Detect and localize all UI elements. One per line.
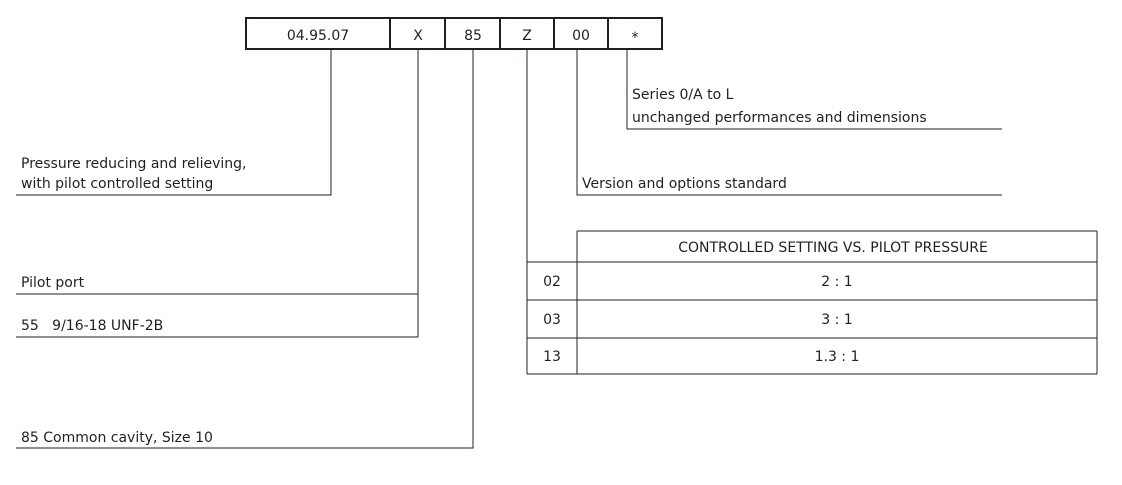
code-box-outline: [245, 17, 663, 50]
leader-cavity: [16, 49, 474, 449]
setting-row-code: 03: [543, 312, 561, 328]
setting-row-code: 02: [543, 274, 561, 290]
leader-pilot-port: [16, 49, 419, 338]
series-label-line1: Series 0/A to L: [632, 87, 734, 103]
leader-version: [576, 49, 1002, 196]
series-label-line2: unchanged performances and dimensions: [632, 110, 927, 126]
code-segment-series: *: [632, 30, 639, 46]
function-label-line1: Pressure reducing and relieving,: [21, 156, 246, 172]
pilot-port-option: 55 9/16-18 UNF-2B: [21, 318, 163, 334]
code-segment-model: 04.95.07: [287, 28, 349, 44]
setting-row-ratio: 3 : 1: [821, 312, 852, 328]
code-box: 04.95.07 X 85 Z 00 *: [245, 17, 663, 50]
cavity-label: 85 Common cavity, Size 10: [21, 430, 213, 446]
code-segment-version: 00: [572, 28, 590, 44]
leader-function: [16, 49, 332, 196]
code-segment-cavity: 85: [464, 28, 482, 44]
setting-table-header: CONTROLLED SETTING VS. PILOT PRESSURE: [678, 240, 988, 256]
function-label-line2: with pilot controlled setting: [21, 176, 213, 192]
setting-row-code: 13: [543, 349, 561, 365]
setting-row-ratio: 1.3 : 1: [815, 349, 860, 365]
setting-row-ratio: 2 : 1: [821, 274, 852, 290]
leader-series: [626, 49, 1002, 130]
setting-table: CONTROLLED SETTING VS. PILOT PRESSURE 02…: [526, 230, 1098, 375]
version-label: Version and options standard: [582, 176, 787, 192]
code-segment-setting: Z: [522, 28, 532, 44]
code-segment-pilot-port: X: [413, 28, 423, 44]
pilot-port-title: Pilot port: [21, 275, 85, 291]
